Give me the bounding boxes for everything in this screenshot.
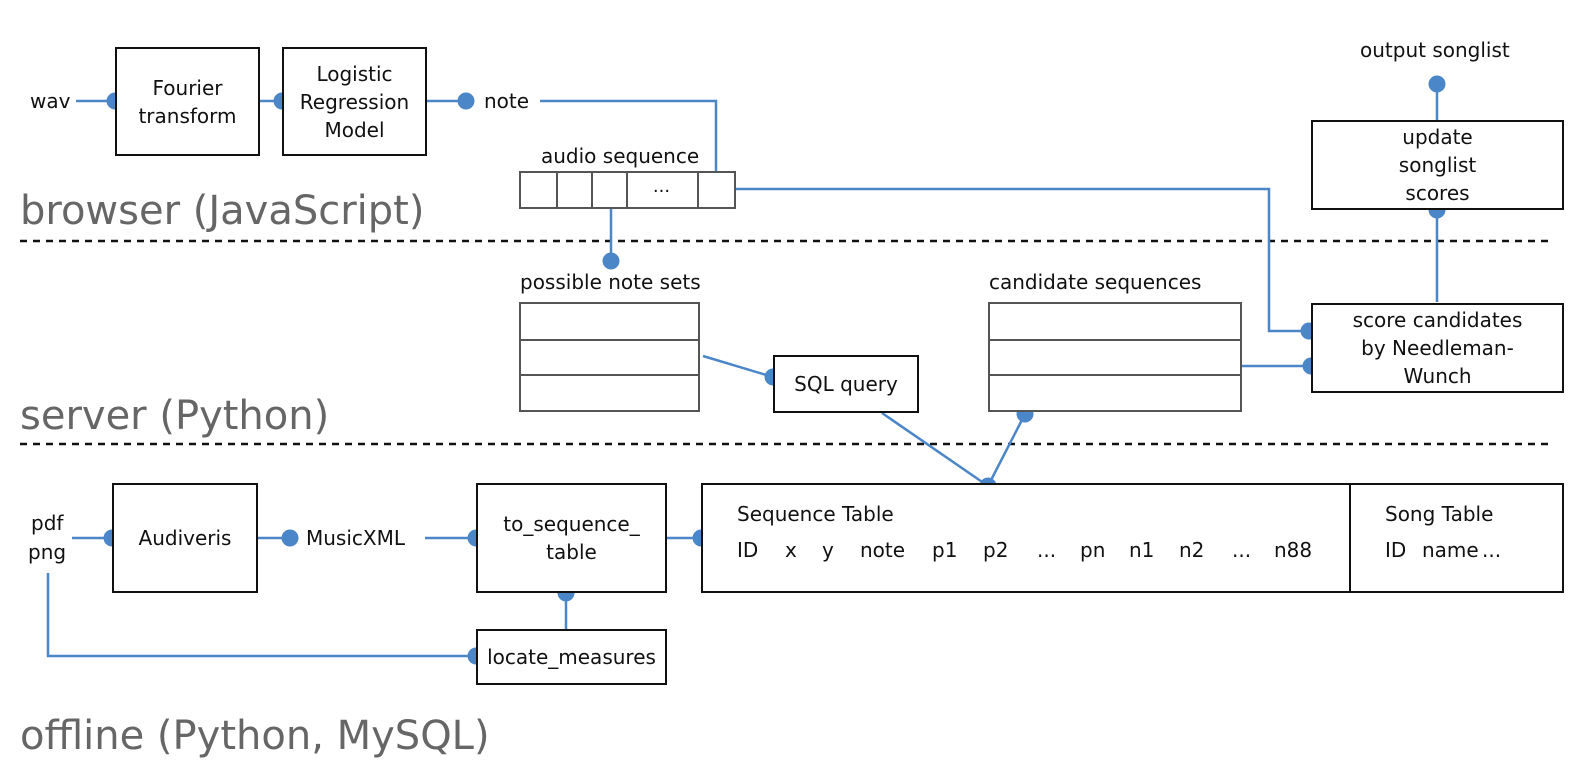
sequence-col: x [785, 538, 797, 562]
candidate-row [990, 339, 1240, 376]
possible-note-sets-label: possible note sets [520, 270, 701, 294]
input-png-label: png [28, 540, 67, 564]
audio-seq-cell [521, 173, 558, 207]
zone-title-browser: browser (JavaScript) [20, 188, 425, 234]
sequence-table-title: Sequence Table [737, 502, 894, 526]
audiveris-text: Audiveris [138, 526, 232, 550]
candidate-sequences-label: candidate sequences [989, 270, 1202, 294]
song-col: name [1422, 538, 1479, 562]
note-set-row [521, 339, 698, 376]
audiveris-box: Audiveris [112, 483, 258, 593]
to-sequence-table-text: to_sequence_ table [503, 512, 640, 564]
sql-query-text: SQL query [794, 372, 898, 396]
sequence-col: ID [737, 538, 759, 562]
locate-measures-text: locate_measures [487, 645, 656, 669]
locate-measures-box: locate_measures [476, 629, 667, 685]
fourier-transform-text: Fourier transform [138, 75, 237, 128]
audio-seq-cell [556, 173, 593, 207]
sequence-col: n88 [1274, 538, 1313, 562]
score-candidates-box: score candidates by Needleman-Wunch [1311, 303, 1564, 393]
audio-seq-cell-ellipsis: ... [626, 173, 699, 207]
audio-seq-ellipsis-text: ... [652, 176, 671, 197]
sequence-col: note [860, 538, 906, 562]
port-note-sets [602, 252, 620, 270]
port-output-songlist [1428, 75, 1446, 93]
musicxml-label: MusicXML [306, 526, 406, 550]
logistic-regression-text: Logistic Regression Model [299, 61, 410, 142]
update-songlist-box: update songlist scores [1311, 120, 1564, 210]
candidate-row [990, 304, 1240, 341]
score-candidates-text: score candidates by Needleman-Wunch [1352, 308, 1523, 388]
sequence-col: n2 [1179, 538, 1205, 562]
input-pdf-label: pdf [31, 511, 64, 535]
song-table-title: Song Table [1385, 502, 1494, 526]
logistic-regression-box: Logistic Regression Model [282, 47, 427, 156]
note-to-audio-seq-edge [540, 99, 718, 189]
database-tables-box: Sequence Table ID x y note p1 p2 ... pn … [701, 483, 1564, 593]
audio-sequence-array: ... [519, 171, 736, 209]
note-set-row [521, 304, 698, 341]
port-musicxml [281, 529, 299, 547]
song-table: Song Table ID name ... [1351, 485, 1562, 591]
audio-seq-to-score-edge [736, 187, 1307, 333]
sequence-col: n1 [1129, 538, 1155, 562]
note-sets-to-sql-edge [702, 354, 774, 379]
to-sequence-table-box: to_sequence_ table [476, 483, 667, 593]
audio-seq-cell [591, 173, 628, 207]
png-to-locate-edge [46, 573, 476, 658]
sequence-col: p2 [983, 538, 1009, 562]
note-label: note [484, 89, 530, 113]
port-note [457, 92, 475, 110]
candidate-sequences-list [988, 302, 1242, 412]
sql-to-table-edge [881, 411, 989, 488]
song-col: ... [1482, 538, 1502, 562]
sequence-col: ... [1232, 538, 1252, 562]
sequence-col: p1 [932, 538, 958, 562]
output-songlist-label: output songlist [1360, 38, 1510, 62]
sequence-col: ... [1037, 538, 1057, 562]
possible-note-sets-list [519, 302, 700, 412]
update-songlist-text: update songlist scores [1398, 125, 1477, 205]
input-wav-label: wav [30, 89, 71, 113]
sequence-col: y [822, 538, 834, 562]
zone-title-server: server (Python) [20, 393, 330, 439]
zone-title-offline: offline (Python, MySQL) [20, 713, 490, 759]
audio-sequence-label: audio sequence [541, 144, 700, 168]
sequence-col: pn [1080, 538, 1106, 562]
sequence-table: Sequence Table ID x y note p1 p2 ... pn … [703, 485, 1351, 591]
table-to-candidates-edge [986, 413, 1027, 487]
song-col: ID [1385, 538, 1407, 562]
sql-query-box: SQL query [773, 355, 919, 413]
fourier-transform-box: Fourier transform [115, 47, 260, 156]
